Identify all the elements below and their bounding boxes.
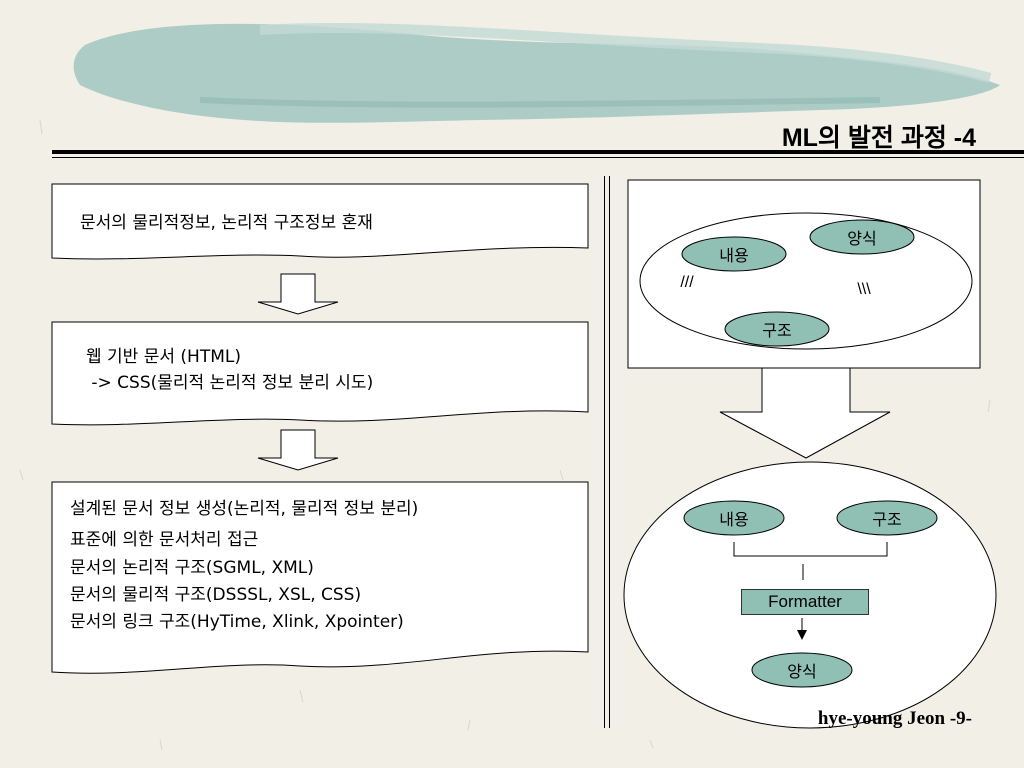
merge-bracket xyxy=(733,542,888,557)
down-arrow-1 xyxy=(257,273,339,315)
top-style-ellipse xyxy=(809,219,915,255)
top-mark-right: \\\ xyxy=(857,281,871,298)
bottom-style-ellipse xyxy=(751,652,853,688)
stage-3-line-2: 표준에 의한 문서처리 접근 xyxy=(70,530,259,550)
top-structure-label: 구조 xyxy=(762,321,792,340)
stage-1-line-1: 문서의 물리적정보, 논리적 구조정보 혼재 xyxy=(80,213,373,233)
stage-3-line-4: 문서의 물리적 구조(DSSSL, XSL, CSS) xyxy=(70,585,362,605)
stage-box-2 xyxy=(51,321,589,426)
bottom-structure-label: 구조 xyxy=(872,510,902,529)
top-content-ellipse xyxy=(681,236,787,272)
top-style-label: 양식 xyxy=(847,229,877,248)
column-divider xyxy=(604,176,610,728)
formatter-arrow-head xyxy=(797,630,807,640)
top-structure-ellipse xyxy=(724,311,830,347)
bottom-content-ellipse xyxy=(683,500,785,536)
title-rule-thick xyxy=(52,150,1024,154)
stages-diagram xyxy=(51,183,589,674)
page-title: ML의 발전 과정 -4 xyxy=(781,124,976,152)
top-mark-left: /// xyxy=(680,274,694,291)
bottom-content-label: 내용 xyxy=(719,510,749,529)
down-arrow-2 xyxy=(257,429,339,471)
stage-3-line-3: 문서의 논리적 구조(SGML, XML) xyxy=(70,558,314,578)
bottom-structure-ellipse xyxy=(836,500,938,536)
title-rule-thin xyxy=(52,157,1024,158)
footer-author: hye-young Jeon -9- xyxy=(817,708,972,729)
stage-box-1 xyxy=(51,183,589,260)
top-content-label: 내용 xyxy=(719,246,749,265)
stage-box-3 xyxy=(51,481,589,674)
stage-3-line-5: 문서의 링크 구조(HyTime, Xlink, Xpointer) xyxy=(70,612,404,632)
formatter-box: Formatter xyxy=(741,589,869,615)
bottom-style-label: 양식 xyxy=(787,662,817,681)
funnel-arrow xyxy=(719,367,891,459)
stage-3-line-1: 설계된 문서 정보 생성(논리적, 물리적 정보 분리) xyxy=(70,499,419,519)
stage-2-line-2: -> CSS(물리적 논리적 정보 분리 시도) xyxy=(86,373,374,393)
header-brush-stroke xyxy=(73,22,1000,123)
stage-2-line-1: 웹 기반 문서 (HTML) xyxy=(86,347,241,367)
